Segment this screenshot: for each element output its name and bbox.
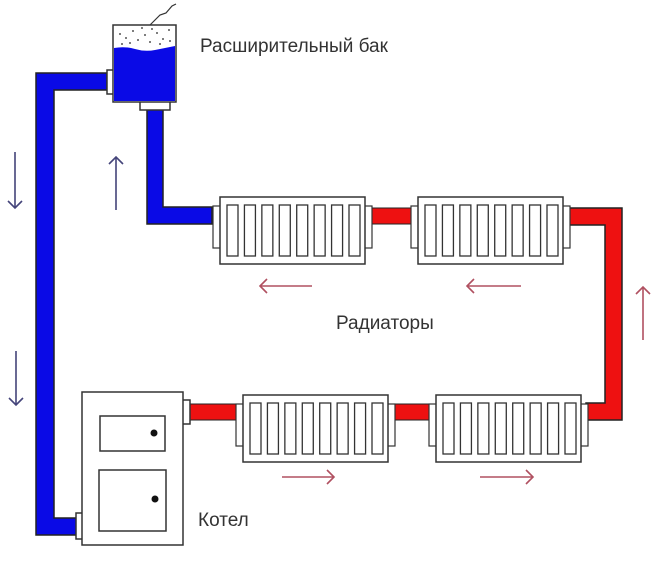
radiator-fin: [261, 204, 274, 257]
pipe-boiler-outlet: [189, 403, 243, 421]
hot-pipes: [189, 207, 623, 421]
radiator-fin: [278, 204, 291, 257]
radiator-fin: [284, 402, 297, 455]
radiator-bottom-right: [428, 394, 589, 463]
radiator-fin: [266, 402, 280, 455]
radiator-fin: [348, 204, 361, 257]
radiator-bottom-left: [235, 394, 396, 463]
radiator-fin: [459, 204, 472, 257]
tank-air-bubbles: [119, 27, 171, 45]
radiator-body: [417, 196, 564, 265]
radiator-fin: [546, 204, 559, 257]
bottom-left-flow-arrow-icon: [282, 469, 336, 485]
radiator-fin: [442, 402, 455, 455]
radiator-fin: [319, 402, 332, 455]
expansion-tank: [106, 3, 177, 111]
left-riser-down-2-arrow-icon: [8, 351, 24, 407]
radiator-fin: [424, 204, 437, 257]
radiator-fin: [353, 402, 367, 455]
radiator-fin: [441, 204, 455, 257]
radiator-fin: [511, 204, 524, 257]
radiators-label: Радиаторы: [336, 313, 434, 334]
boiler: [75, 391, 191, 546]
flow-arrows: [7, 152, 651, 485]
radiator-body: [219, 196, 366, 265]
radiator-fin: [477, 402, 490, 455]
upper-door-handle: [150, 429, 158, 437]
right-riser-up-arrow-icon: [635, 285, 651, 340]
radiator-fin: [243, 204, 257, 257]
radiator-top-left: [212, 196, 373, 265]
radiator-fin: [546, 402, 560, 455]
radiator-fin: [226, 204, 239, 257]
radiator-fin: [249, 402, 262, 455]
left-riser-down-1-arrow-icon: [7, 152, 23, 210]
top-left-flow-arrow-icon: [258, 278, 312, 294]
radiator-fin: [494, 402, 507, 455]
tank-open-lid: [149, 3, 177, 26]
radiator-body: [435, 394, 582, 463]
radiator-fin: [313, 204, 326, 257]
radiators: [212, 196, 589, 463]
top-right-flow-arrow-icon: [465, 278, 521, 294]
boiler-upper-door: [99, 415, 166, 452]
radiator-fin: [494, 204, 507, 257]
tank-pipe-up-arrow-icon: [108, 155, 124, 210]
radiator-fin: [336, 402, 349, 455]
boiler-label: Котел: [198, 510, 249, 531]
radiator-fin: [330, 204, 344, 257]
radiator-fin: [459, 402, 473, 455]
radiator-top-right: [410, 196, 571, 265]
radiator-fin: [301, 402, 314, 455]
radiator-body: [242, 394, 389, 463]
pipe-top-between-radiators: [367, 207, 417, 225]
radiator-fin: [476, 204, 489, 257]
radiator-fin: [564, 402, 577, 455]
right-riser-pipe: [567, 207, 623, 421]
bottom-right-flow-arrow-icon: [480, 469, 535, 485]
radiator-fin: [296, 204, 309, 257]
radiator-fin: [528, 204, 542, 257]
tank-label: Расширительный бак: [200, 36, 388, 57]
pipe-bottom-between-radiators: [390, 403, 436, 421]
tank-water: [114, 46, 175, 101]
tank-down-pipe: [146, 107, 213, 225]
radiator-fin: [371, 402, 384, 455]
radiator-fin: [529, 402, 542, 455]
lower-door-handle: [151, 495, 159, 503]
radiator-fin: [512, 402, 525, 455]
